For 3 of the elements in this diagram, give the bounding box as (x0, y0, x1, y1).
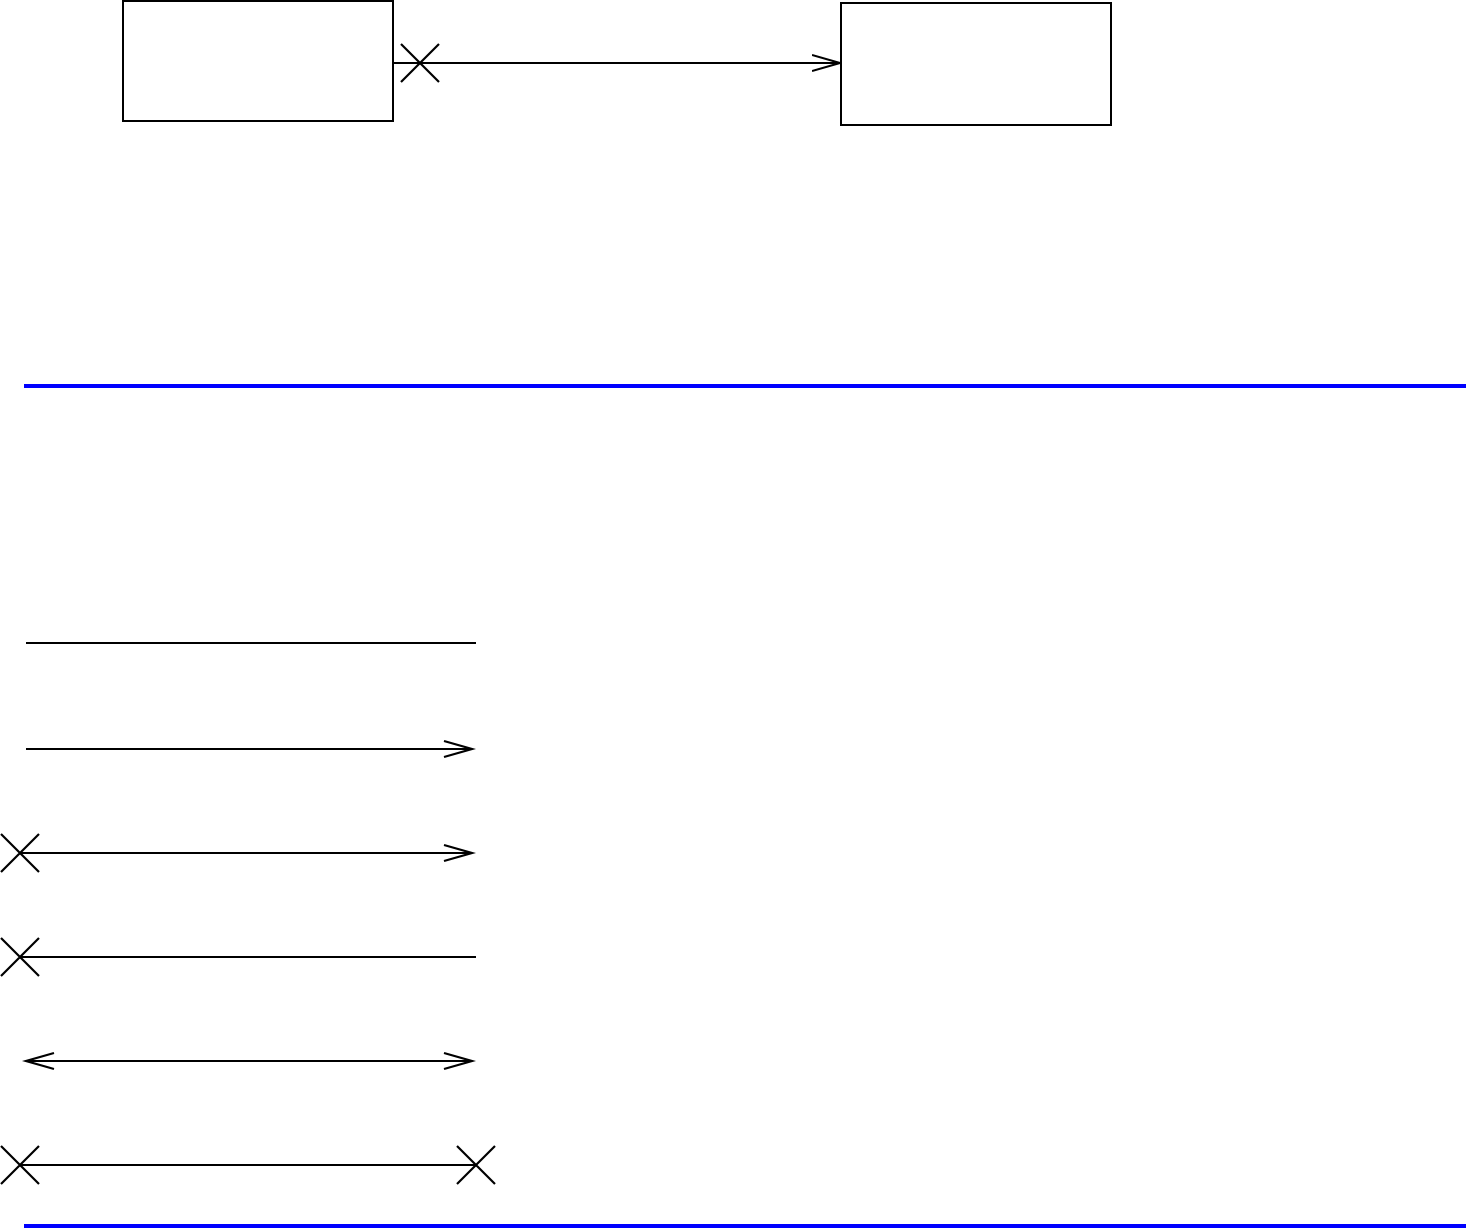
arrow (393, 42, 841, 84)
empty-box (122, 0, 394, 122)
empty-box (840, 2, 1112, 126)
